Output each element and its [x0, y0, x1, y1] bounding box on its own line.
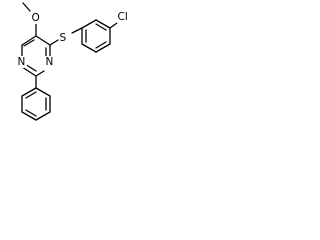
atom-label-methoxy-oxygen: O — [32, 12, 40, 24]
bond-phenyl-4 — [21, 111, 37, 121]
bond-phenyl-double-3 — [25, 91, 37, 99]
atom-label-nitrogen-lower: N — [46, 56, 54, 68]
bond-cl-ring-double-2 — [95, 41, 107, 49]
bond-c4-sulfur — [49, 39, 59, 46]
bond-phenyl-1 — [35, 87, 51, 97]
bond-cl-ring-2 — [95, 19, 111, 29]
bond-phenyl-3 — [35, 111, 51, 121]
atom-label-nitrogen-upper: N — [18, 56, 26, 68]
bond-phenyl-6 — [21, 87, 37, 97]
bond-cl-ring-double-1 — [95, 23, 107, 31]
bond-sulfur-aryl — [71, 27, 83, 34]
bond-cl-ring-4 — [95, 43, 111, 53]
bond-phenyl-double-2 — [25, 109, 37, 117]
bond-n1-c2 — [21, 66, 37, 77]
bond-methyl-oxygen — [22, 2, 31, 12]
bond-c5-c4 — [35, 35, 51, 46]
bond-cl-ring-5 — [81, 43, 97, 53]
atom-label-chlorine: Cl — [118, 11, 128, 23]
bond-c5-c6-double — [23, 39, 35, 47]
bond-cl-ring-1 — [81, 19, 97, 29]
molecule-structure-diagram: O S Cl N N — [17, 2, 133, 121]
atom-label-sulfur: S — [60, 32, 67, 44]
bond-c2-n3 — [35, 70, 45, 77]
bond-ring-chlorine — [109, 22, 118, 29]
bond-c5-c6 — [21, 35, 37, 46]
